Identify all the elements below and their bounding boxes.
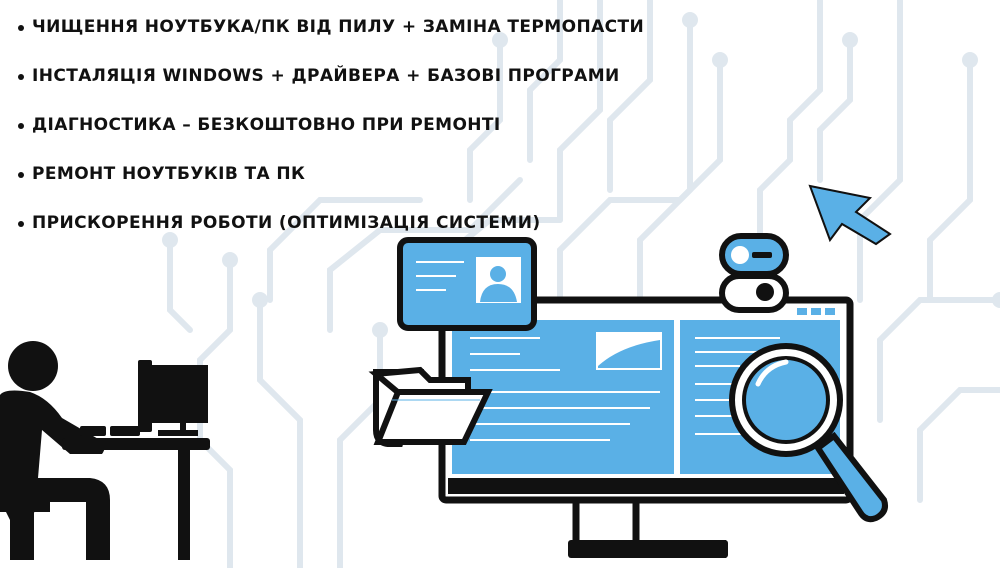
services-list: ЧИЩЕННЯ НОУТБУКА/ПК ВІД ПИЛУ + ЗАМІНА ТЕ… [18,2,644,247]
folder-icon [368,366,493,447]
service-label: ЧИЩЕННЯ НОУТБУКА/ПК ВІД ПИЛУ + ЗАМІНА ТЕ… [32,16,645,37]
toggle-switch-icon [719,233,789,313]
list-item: ПРИСКОРЕННЯ РОБОТИ (ОПТИМІЗАЦІЯ СИСТЕМИ) [18,198,644,247]
person-at-computer-icon [0,341,210,560]
bullet-icon [18,24,24,31]
magnifier-icon [729,343,888,523]
cursor-arrow-icon [808,184,892,246]
service-label: ІНСТАЛЯЦІЯ WINDOWS + ДРАЙВЕРА + БАЗОВІ П… [32,65,620,86]
bullet-icon [18,171,24,178]
bullet-icon [18,122,24,129]
profile-card-icon [397,237,537,331]
list-item: ІНСТАЛЯЦІЯ WINDOWS + ДРАЙВЕРА + БАЗОВІ П… [18,51,644,100]
list-item: ДІАГНОСТИКА – БЕЗКОШТОВНО ПРИ РЕМОНТІ [18,100,644,149]
bullet-icon [18,73,24,80]
service-label: ДІАГНОСТИКА – БЕЗКОШТОВНО ПРИ РЕМОНТІ [32,114,501,135]
monitor-icon [438,296,854,558]
service-label: ПРИСКОРЕННЯ РОБОТИ (ОПТИМІЗАЦІЯ СИСТЕМИ) [32,212,541,233]
service-label: РЕМОНТ НОУТБУКІВ ТА ПК [32,163,306,184]
list-item: ЧИЩЕННЯ НОУТБУКА/ПК ВІД ПИЛУ + ЗАМІНА ТЕ… [18,2,644,51]
bullet-icon [18,220,24,227]
list-item: РЕМОНТ НОУТБУКІВ ТА ПК [18,149,644,198]
